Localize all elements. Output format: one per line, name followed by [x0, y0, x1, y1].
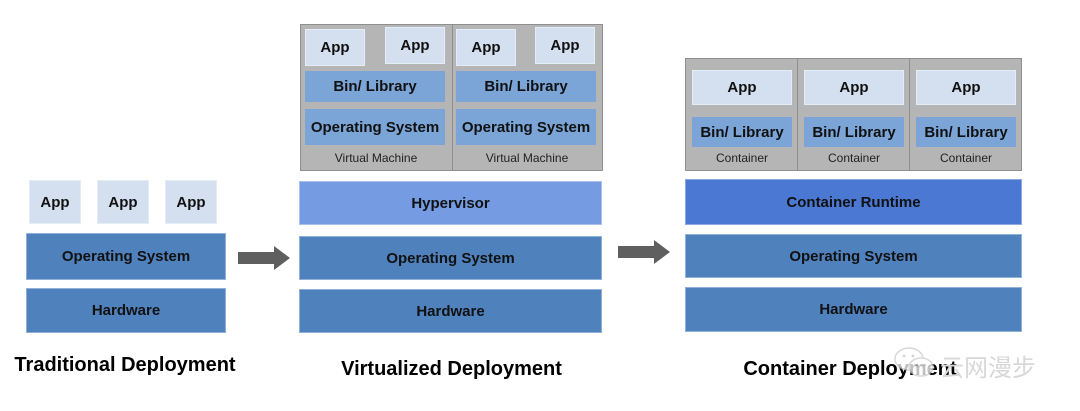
container-label: Container [827, 151, 881, 165]
wechat-icon [894, 347, 934, 377]
app-box: App [916, 70, 1016, 105]
app-box: App [535, 27, 595, 64]
app-box: App [385, 27, 445, 64]
guest-os-layer: Operating System [456, 109, 596, 145]
hardware-layer: Hardware [26, 288, 226, 333]
container-label: Container [715, 151, 769, 165]
app-box: App [97, 180, 149, 224]
watermark-text: 云网漫步 [940, 354, 1036, 382]
section-title: Traditional Deployment [14, 354, 236, 376]
bin-library-layer: Bin/ Library [305, 71, 445, 102]
hardware-layer: Hardware [685, 287, 1022, 332]
vm-label: Virtual Machine [485, 151, 569, 165]
operating-system-layer: Operating System [685, 234, 1022, 278]
bin-library-layer: Bin/ Library [916, 117, 1016, 147]
hypervisor-layer: Hypervisor [299, 181, 602, 225]
arrow-right-icon [238, 246, 290, 270]
bin-library-layer: Bin/ Library [456, 71, 596, 102]
app-box: App [804, 70, 904, 105]
app-box: App [305, 29, 365, 66]
container-label: Container [939, 151, 993, 165]
section-title: Virtualized Deployment [341, 358, 562, 380]
vm-label: Virtual Machine [334, 151, 418, 165]
guest-os-layer: Operating System [305, 109, 445, 145]
arrow-right-icon [618, 240, 670, 264]
bin-library-layer: Bin/ Library [692, 117, 792, 147]
app-box: App [29, 180, 81, 224]
operating-system-layer: Operating System [26, 233, 226, 280]
vm-divider [452, 25, 453, 170]
container-divider [909, 59, 910, 170]
container-runtime-layer: Container Runtime [685, 179, 1022, 225]
app-box: App [692, 70, 792, 105]
app-box: App [456, 29, 516, 66]
bin-library-layer: Bin/ Library [804, 117, 904, 147]
container-divider [797, 59, 798, 170]
hardware-layer: Hardware [299, 289, 602, 333]
operating-system-layer: Operating System [299, 236, 602, 280]
app-box: App [165, 180, 217, 224]
